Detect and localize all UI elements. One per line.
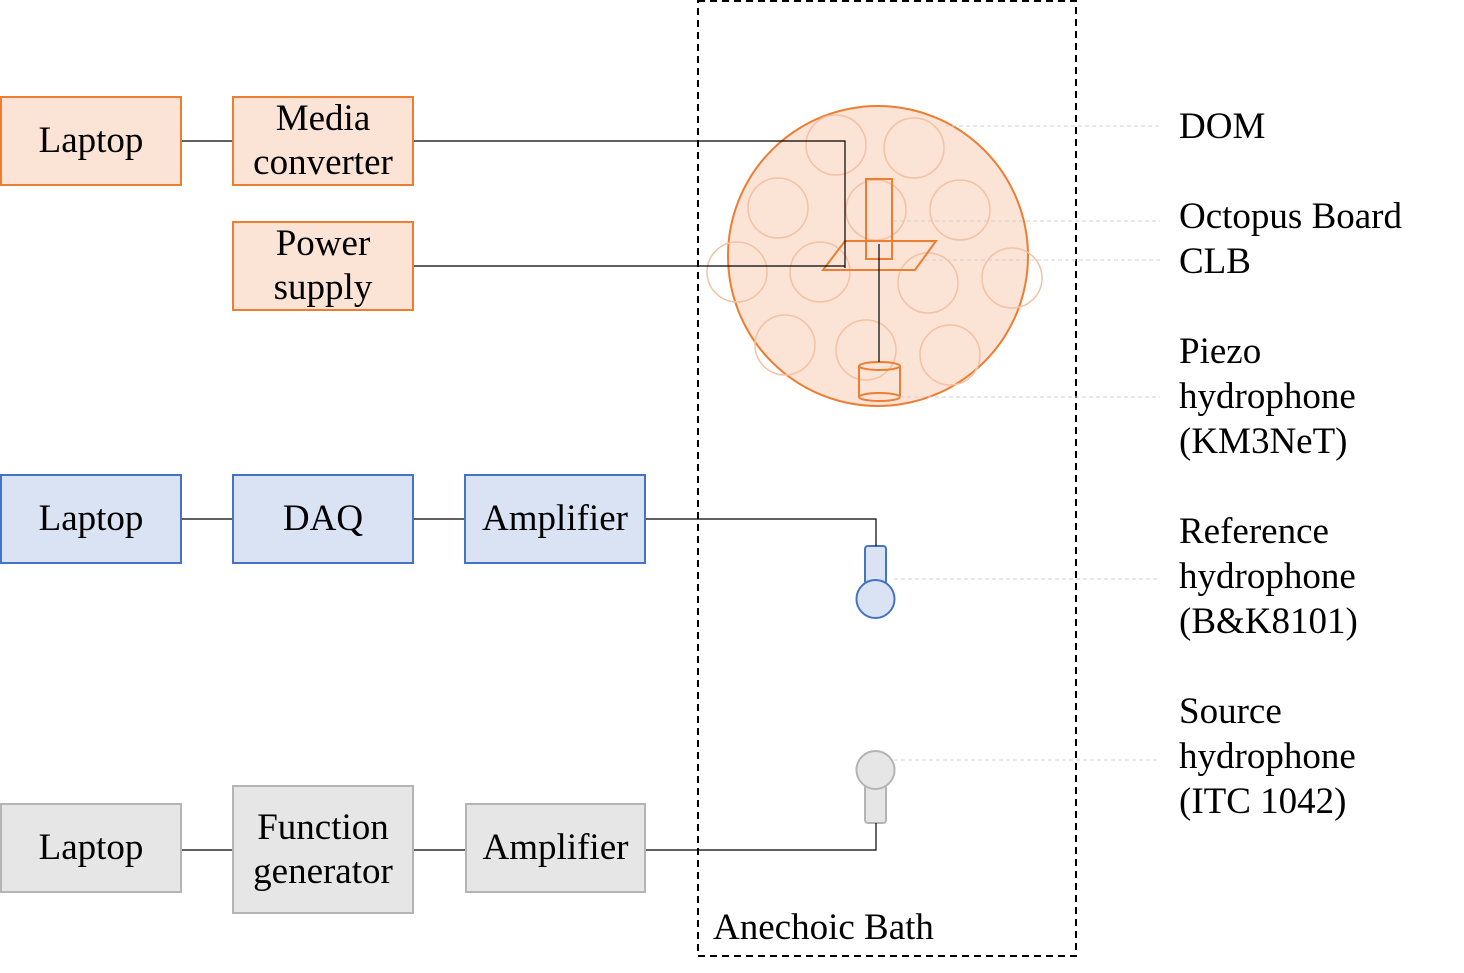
source-laptop-label: Laptop bbox=[38, 827, 144, 868]
dom-sphere bbox=[706, 105, 1043, 407]
dom-laptop-box: Laptop bbox=[0, 96, 182, 186]
source-amplifier-box: Amplifier bbox=[465, 803, 646, 893]
reference-hydrophone-callout: Reference hydrophone (B&K8101) bbox=[1179, 511, 1358, 642]
anechoic-bath-label: Anechoic Bath bbox=[713, 907, 934, 948]
connection-lines bbox=[182, 140, 877, 851]
reference-amplifier-box: Amplifier bbox=[464, 474, 646, 564]
reference-laptop-box: Laptop bbox=[0, 474, 182, 564]
clb-callout: CLB bbox=[1179, 241, 1251, 282]
reference-amplifier-label: Amplifier bbox=[482, 498, 628, 539]
daq-box: DAQ bbox=[232, 474, 414, 564]
function-generator-label: Function generator bbox=[253, 806, 393, 892]
media-converter-box: Media converter bbox=[232, 96, 414, 186]
reference-laptop-label: Laptop bbox=[38, 498, 144, 539]
piezo-hydrophone-callout: Piezo hydrophone (KM3NeT) bbox=[1179, 331, 1356, 462]
octopus-board-callout: Octopus Board bbox=[1179, 196, 1402, 237]
function-generator-box: Function generator bbox=[232, 785, 414, 914]
reference-hydrophone-shape bbox=[855, 545, 896, 619]
dom-laptop-label: Laptop bbox=[38, 120, 144, 161]
anechoic-bath-outline bbox=[697, 0, 1077, 957]
power-supply-box: Power supply bbox=[232, 221, 414, 311]
leader-lines bbox=[893, 125, 1160, 761]
clb-shape bbox=[820, 240, 938, 271]
power-supply-label: Power supply bbox=[273, 223, 373, 308]
source-amplifier-label: Amplifier bbox=[482, 827, 629, 868]
source-hydrophone-shape bbox=[855, 750, 896, 824]
source-hydrophone-callout: Source hydrophone (ITC 1042) bbox=[1179, 691, 1356, 822]
daq-label: DAQ bbox=[282, 498, 364, 539]
media-converter-label: Media converter bbox=[253, 98, 393, 183]
source-laptop-box: Laptop bbox=[0, 803, 182, 893]
dom-callout: DOM bbox=[1179, 106, 1266, 147]
